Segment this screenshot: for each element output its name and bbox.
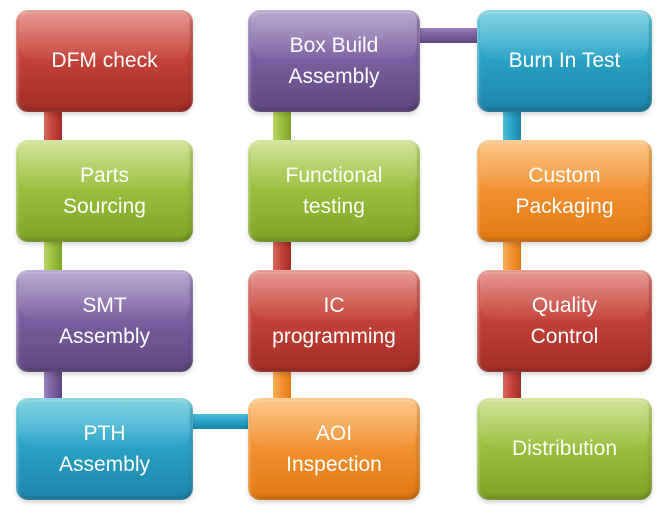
node-label: IC programming xyxy=(272,293,396,348)
node-label: DFM check xyxy=(51,49,158,73)
connector-dfm-check-to-parts-sourcing xyxy=(44,100,62,150)
connector-custom-packaging-to-quality-control xyxy=(503,230,521,280)
node-label: Box Build Assembly xyxy=(288,33,380,88)
node-distribution: Distribution xyxy=(477,398,652,500)
connector-box-build-to-burn-in-test xyxy=(416,28,482,43)
node-label: Parts Sourcing xyxy=(63,163,146,218)
connector-pth-assembly-to-aoi-inspection xyxy=(188,414,252,429)
node-ic-programming: IC programming xyxy=(248,270,420,372)
node-label: AOI Inspection xyxy=(286,421,382,476)
node-label: Distribution xyxy=(511,437,618,461)
node-parts-sourcing: Parts Sourcing xyxy=(16,140,193,242)
node-quality-control: Quality Control xyxy=(477,270,652,372)
node-label: SMT Assembly xyxy=(58,293,151,348)
node-custom-packaging: Custom Packaging xyxy=(477,140,652,242)
node-functional-testing: Functional testing xyxy=(248,140,420,242)
node-label: Quality Control xyxy=(530,293,599,348)
node-label: Functional testing xyxy=(285,163,383,218)
node-dfm-check: DFM check xyxy=(16,10,193,112)
node-pth-assembly: PTH Assembly xyxy=(16,398,193,500)
node-aoi-inspection: AOI Inspection xyxy=(248,398,420,500)
node-smt-assembly: SMT Assembly xyxy=(16,270,193,372)
node-label: Custom Packaging xyxy=(515,163,614,218)
connector-burn-in-test-to-custom-packaging xyxy=(503,100,521,150)
node-label: Burn In Test xyxy=(508,49,621,73)
node-box-build-assembly: Box Build Assembly xyxy=(248,10,420,112)
connector-ic-programming-to-functional-testing xyxy=(273,230,291,280)
connector-parts-sourcing-to-smt-assembly xyxy=(44,230,62,280)
connector-functional-testing-to-box-build xyxy=(273,100,291,150)
node-label: PTH Assembly xyxy=(58,421,151,476)
node-burn-in-test: Burn In Test xyxy=(477,10,652,112)
